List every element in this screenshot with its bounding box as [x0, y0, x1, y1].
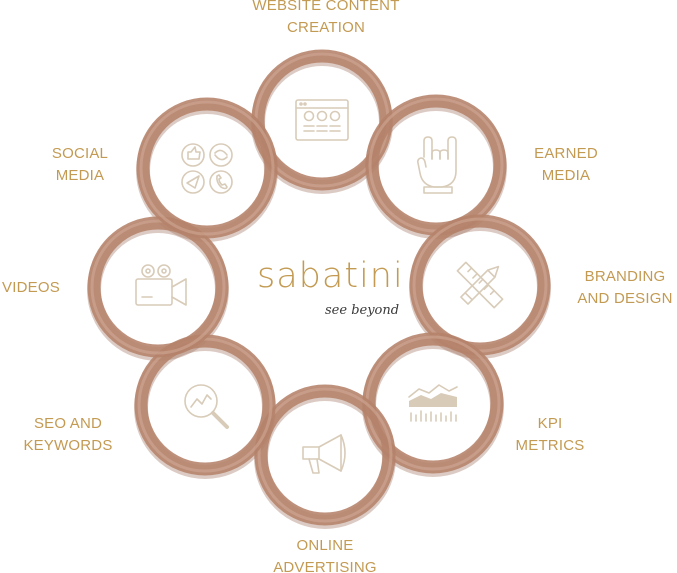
ring-earned-media — [365, 94, 507, 236]
label-branding-and-design: BRANDING AND DESIGN — [577, 268, 673, 307]
label-seo-and-keywords: SEO AND KEYWORDS — [23, 415, 113, 454]
label-website-content-creation: WEBSITE CONTENT CREATION — [252, 0, 400, 36]
label-social-media: SOCIAL MEDIA — [51, 145, 109, 184]
ring-advertising — [254, 384, 396, 526]
ring-branding — [409, 214, 551, 356]
brand-name: sabatini — [257, 256, 404, 296]
social-icons-icon — [181, 143, 233, 194]
label-videos: VIDEOS — [2, 279, 60, 296]
ring-highlight-social — [139, 100, 275, 236]
ring-highlight-seo — [137, 337, 273, 473]
ring-seo — [134, 334, 276, 476]
label-earned-media: EARNED MEDIA — [534, 145, 598, 184]
magnifier-chart-icon — [184, 384, 229, 429]
ring-highlight-earned-media — [368, 97, 504, 233]
ring-videos — [87, 216, 229, 358]
brand-tagline: see beyond — [325, 303, 400, 318]
ring-highlight-branding — [412, 217, 548, 353]
ring-highlight-advertising — [257, 387, 393, 523]
label-online-advertising: ONLINE ADVERTISING — [273, 537, 377, 573]
pencil-ruler-icon — [456, 261, 504, 309]
rock-hand-icon — [417, 136, 457, 194]
metrics-chart-icon — [408, 384, 458, 422]
ring-highlight-videos — [90, 219, 226, 355]
megaphone-icon — [302, 434, 346, 474]
ring-social — [136, 97, 278, 239]
website-icon — [295, 99, 349, 141]
video-camera-icon — [135, 264, 187, 306]
label-kpi-metrics: KPI METRICS — [515, 415, 585, 454]
